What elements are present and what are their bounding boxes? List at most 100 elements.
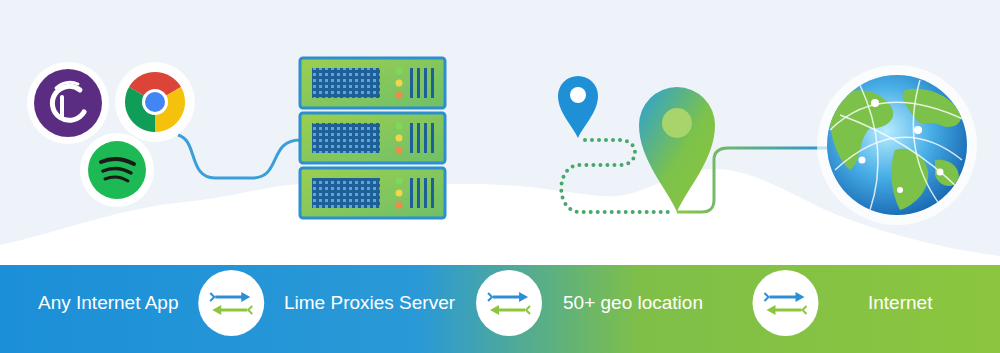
globe-part-part: [914, 126, 922, 134]
chrome-icon: [115, 62, 195, 142]
server-stack-part-part: [396, 80, 403, 87]
arrow-tail: [764, 293, 768, 301]
arrow-shaft: [215, 296, 243, 299]
globe-part-part: [913, 80, 940, 205]
label-text: Any Internet App: [38, 291, 179, 315]
arrow-head: [490, 305, 499, 315]
server-stack-part-part: [300, 113, 445, 163]
globe-part-part: [935, 160, 959, 186]
arrow-head: [795, 292, 804, 302]
server-stack-part-part: [396, 202, 403, 209]
server-stack-part-part: [410, 68, 413, 98]
spotify-icon-part: [80, 133, 154, 207]
server-stack-part-part: [424, 178, 427, 208]
chrome-icon-part: [145, 92, 165, 112]
spotify-icon-part: [103, 168, 131, 173]
cable: [677, 148, 828, 212]
arrow-shaft: [493, 296, 521, 299]
arrow-shaft: [497, 309, 525, 312]
server-stack-part-part: [396, 135, 403, 142]
server-stack-part-part: [410, 123, 413, 153]
globe-part-part: [897, 187, 903, 193]
globe-part-part: [829, 90, 893, 170]
arrow-head: [519, 292, 528, 302]
server-stack-part-part: [424, 123, 427, 153]
globe-part-part: [860, 85, 878, 210]
chrome-icon-part: [142, 89, 168, 115]
server-stack-part-part: [417, 123, 420, 153]
bittorrent-icon-part: [60, 97, 64, 118]
chrome-icon-part: [115, 62, 195, 142]
globe-part: [827, 75, 967, 215]
exchange-connector: [476, 270, 542, 336]
band-label: Lime Proxies Server: [278, 287, 461, 319]
location-pin-part: [558, 76, 598, 138]
globe: [817, 65, 977, 225]
spotify-icon-part: [101, 159, 134, 164]
server-stack-part-part: [312, 68, 380, 98]
connector-circle: [476, 270, 542, 336]
arrow-tail: [248, 306, 252, 314]
server-stack-part-part: [431, 123, 434, 153]
server-stack-part-part: [410, 178, 413, 208]
server-stack-part-part: [396, 147, 403, 154]
location-pin-part: [662, 108, 692, 138]
server-stack-part-part: [424, 68, 427, 98]
bittorrent-icon-part: [56, 82, 78, 88]
globe-part-part: [871, 99, 879, 107]
bittorrent-icon-part: [27, 62, 109, 144]
globe-part-part: [859, 157, 866, 164]
globe-part: [817, 65, 977, 225]
server-stack-part-part: [396, 190, 403, 197]
arrow-shaft: [219, 309, 247, 312]
location-pin: [639, 87, 715, 212]
server-stack-part-part: [300, 58, 445, 108]
connector-circle: [198, 270, 264, 336]
exchange-connector: [198, 270, 264, 336]
arrow-tail: [488, 293, 492, 301]
server-stack-part-part: [417, 68, 420, 98]
arrow-head: [212, 305, 221, 315]
server-stack-part-part: [312, 123, 380, 153]
server-stack-part: [300, 168, 445, 218]
arrow-tail: [526, 306, 530, 314]
server-stack-part-part: [396, 178, 403, 185]
band-label: 50+ geo location: [557, 287, 709, 319]
globe-part-part: [830, 102, 965, 130]
spotify-icon: [80, 133, 154, 207]
globe-part-part: [937, 169, 944, 176]
arrow-tail: [802, 306, 806, 314]
spotify-icon-part: [105, 177, 128, 181]
bittorrent-icon: [27, 62, 109, 144]
connector-circle: [752, 270, 818, 336]
exchange-connector: [752, 270, 818, 336]
arrow-head: [241, 292, 250, 302]
cable: [445, 139, 578, 142]
server-stack-part-part: [396, 92, 403, 99]
spotify-icon-part: [88, 141, 146, 199]
label-text: 50+ geo location: [563, 291, 703, 315]
location-pin-part: [570, 87, 586, 103]
server-stack-part: [300, 58, 445, 108]
server-stack-part-part: [396, 123, 403, 130]
label-text: Internet: [868, 291, 932, 315]
bittorrent-icon-part: [34, 69, 102, 137]
server-stack-part-part: [431, 68, 434, 98]
arrow-shaft: [773, 309, 801, 312]
globe-part-part: [840, 115, 960, 190]
arrow-tail: [210, 293, 214, 301]
server-stack-part-part: [312, 178, 380, 208]
server-stack: [300, 58, 445, 218]
band: [0, 265, 1000, 353]
server-stack-part-part: [417, 178, 420, 208]
cable: [178, 135, 300, 178]
server-stack-part-part: [431, 178, 434, 208]
globe-part: [829, 80, 965, 210]
arrow-head: [766, 305, 775, 315]
arrow-shaft: [769, 296, 797, 299]
band-label: Any Internet App: [32, 287, 185, 319]
server-stack-part-part: [300, 168, 445, 218]
label-text: Lime Proxies Server: [284, 291, 455, 315]
